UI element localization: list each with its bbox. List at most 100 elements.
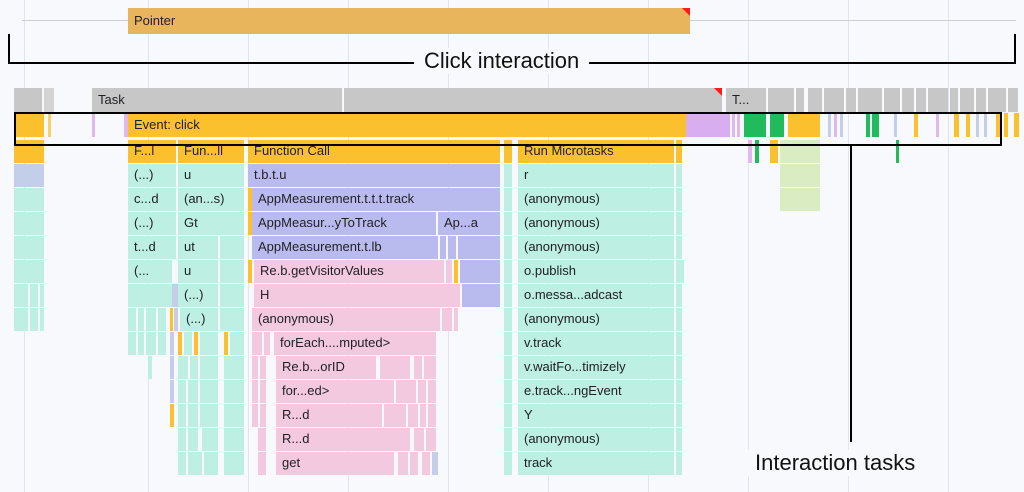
flame-bar-0-6[interactable]	[796, 88, 804, 112]
flame-bar-13-4[interactable]	[224, 404, 244, 427]
flame-bar-5-0[interactable]	[14, 212, 44, 235]
flame-bar-1-22[interactable]	[984, 113, 987, 137]
flame-bar-12-13[interactable]	[676, 380, 682, 403]
flame-bar-14-0[interactable]	[178, 428, 186, 451]
flame-bar-gt[interactable]: Gt	[178, 212, 244, 235]
flame-bar-5-6[interactable]	[504, 212, 512, 235]
flame-bar-1-14[interactable]	[866, 113, 870, 137]
flame-bar-1-6[interactable]	[732, 113, 735, 137]
flame-bar-1-18[interactable]	[936, 113, 939, 137]
flame-bar-3-6[interactable]	[676, 164, 682, 187]
flame-bar-6-7[interactable]	[458, 236, 500, 259]
flame-bar-4-8[interactable]	[780, 188, 820, 211]
flame-bar-11-11[interactable]	[424, 356, 436, 379]
flame-bar-10-0[interactable]	[128, 332, 136, 355]
flame-bar-4-3[interactable]	[248, 188, 252, 211]
flame-bar-13-8[interactable]	[384, 404, 406, 427]
flame-bar-event-click[interactable]: Event: click	[128, 113, 686, 137]
flame-bar-2-6[interactable]	[676, 140, 682, 163]
flame-bar-12-2[interactable]	[188, 380, 198, 403]
flame-bar-0-16[interactable]	[960, 88, 974, 112]
flame-bar-4-0[interactable]	[14, 188, 44, 211]
flame-bar-10-9[interactable]	[224, 332, 228, 355]
flame-bar-track[interactable]: track	[518, 452, 674, 475]
flame-bar-13-14[interactable]	[676, 404, 682, 427]
flame-bar-appmeasurement-t-lb[interactable]: AppMeasurement.t.lb	[252, 236, 438, 259]
flame-bar-15-7[interactable]	[410, 452, 418, 475]
flame-bar-[interactable]: (...)	[180, 308, 218, 331]
flame-bar-15-8[interactable]	[422, 452, 430, 475]
flame-bar-0-14[interactable]	[928, 88, 948, 112]
flame-bar-9-6[interactable]	[158, 308, 166, 331]
flame-bar-7-3[interactable]	[220, 260, 244, 283]
flame-bar-u[interactable]: u	[178, 260, 218, 283]
flame-bar-8-0[interactable]	[14, 284, 28, 307]
flame-bar-8-9[interactable]	[504, 284, 512, 307]
flame-bar-11-14[interactable]	[676, 356, 682, 379]
flame-bar-1-17[interactable]	[914, 113, 918, 137]
flame-bar-12-1[interactable]	[178, 380, 186, 403]
flame-bar-7-8[interactable]	[460, 260, 500, 283]
flame-bar-10-16[interactable]	[676, 332, 682, 355]
flame-bar-15-12[interactable]	[676, 452, 682, 475]
flame-bar-1-7[interactable]	[737, 113, 740, 137]
flame-bar-e-track-ngevent[interactable]: e.track...ngEvent	[518, 380, 674, 403]
flame-bar-r-d[interactable]: R...d	[276, 404, 382, 427]
flame-bar-1-2[interactable]	[92, 113, 95, 137]
flame-bar-9-5[interactable]	[146, 308, 156, 331]
flame-bar-0-5[interactable]	[768, 88, 794, 112]
flame-bar-7-6[interactable]	[446, 260, 452, 283]
flame-bar-9-7[interactable]	[170, 308, 173, 331]
flame-bar-14-8[interactable]	[504, 428, 512, 451]
flame-bar-15-10[interactable]	[504, 452, 512, 475]
flame-bar-anonymous[interactable]: (anonymous)	[518, 188, 674, 211]
flame-bar-1-12[interactable]	[834, 113, 837, 137]
flame-bar-10-14[interactable]	[504, 332, 512, 355]
flame-bar-1-13[interactable]	[840, 113, 843, 137]
flame-bar-1-8[interactable]	[744, 113, 766, 137]
flame-bar-14-1[interactable]	[188, 428, 198, 451]
flame-bar-[interactable]: (...	[128, 260, 172, 283]
flame-bar-12-11[interactable]	[504, 380, 512, 403]
flame-bar-11-5[interactable]	[224, 356, 244, 379]
flame-bar-15-1[interactable]	[188, 452, 202, 475]
flame-bar-5-8[interactable]	[676, 212, 682, 235]
flame-bar-1-1[interactable]	[48, 113, 51, 137]
flame-bar-7-9[interactable]	[504, 260, 512, 283]
flame-bar-0-17[interactable]	[976, 88, 986, 112]
flame-bar-9-13[interactable]	[454, 308, 458, 331]
flame-bar-0-10[interactable]	[858, 88, 882, 112]
flame-bar-[interactable]: (...)	[128, 164, 176, 187]
flame-bar-anonymous[interactable]: (anonymous)	[252, 308, 440, 331]
flame-bar-10-1[interactable]	[138, 332, 144, 355]
flame-bar-r[interactable]: r	[518, 164, 674, 187]
flame-bar-14-6[interactable]	[414, 428, 424, 451]
flame-bar-8-2[interactable]	[40, 284, 44, 307]
flame-bar-t-d[interactable]: t...d	[128, 236, 176, 259]
flame-bar-u[interactable]: u	[178, 164, 244, 187]
flame-bar-12-0[interactable]	[170, 380, 174, 403]
flame-bar-2-7[interactable]	[748, 140, 752, 163]
flame-bar-9-1[interactable]	[30, 308, 38, 331]
pointer-interaction-bar[interactable]: Pointer	[128, 8, 690, 34]
flame-bar-appmeasurement-t-t-t-track[interactable]: AppMeasurement.t.t.t.track	[252, 188, 500, 211]
flame-bar-4-5[interactable]	[504, 188, 512, 211]
flame-bar-1-24[interactable]	[1004, 113, 1008, 137]
flame-bar-13-3[interactable]	[200, 404, 218, 427]
flame-bar-15-2[interactable]	[204, 452, 218, 475]
flame-bar-o-messa-adcast[interactable]: o.messa...adcast	[518, 284, 674, 307]
flame-bar-t[interactable]: T...	[726, 88, 766, 112]
flame-bar-[interactable]: (...)	[178, 284, 218, 307]
flame-bar-12-9[interactable]	[418, 380, 426, 403]
flame-bar-4-7[interactable]	[676, 188, 682, 211]
flame-bar-15-9[interactable]	[432, 452, 438, 475]
flame-bar-8-11[interactable]	[676, 284, 682, 307]
flame-bar-8-1[interactable]	[30, 284, 38, 307]
flame-bar-12-10[interactable]	[428, 380, 436, 403]
flame-bar-9-4[interactable]	[138, 308, 144, 331]
flame-bar-an-s[interactable]: (an...s)	[178, 188, 244, 211]
flame-bar-15-3[interactable]	[224, 452, 244, 475]
flame-bar-0-11[interactable]	[884, 88, 900, 112]
flame-bar-13-5[interactable]	[252, 404, 258, 427]
flame-bar-7-11[interactable]	[676, 260, 684, 283]
